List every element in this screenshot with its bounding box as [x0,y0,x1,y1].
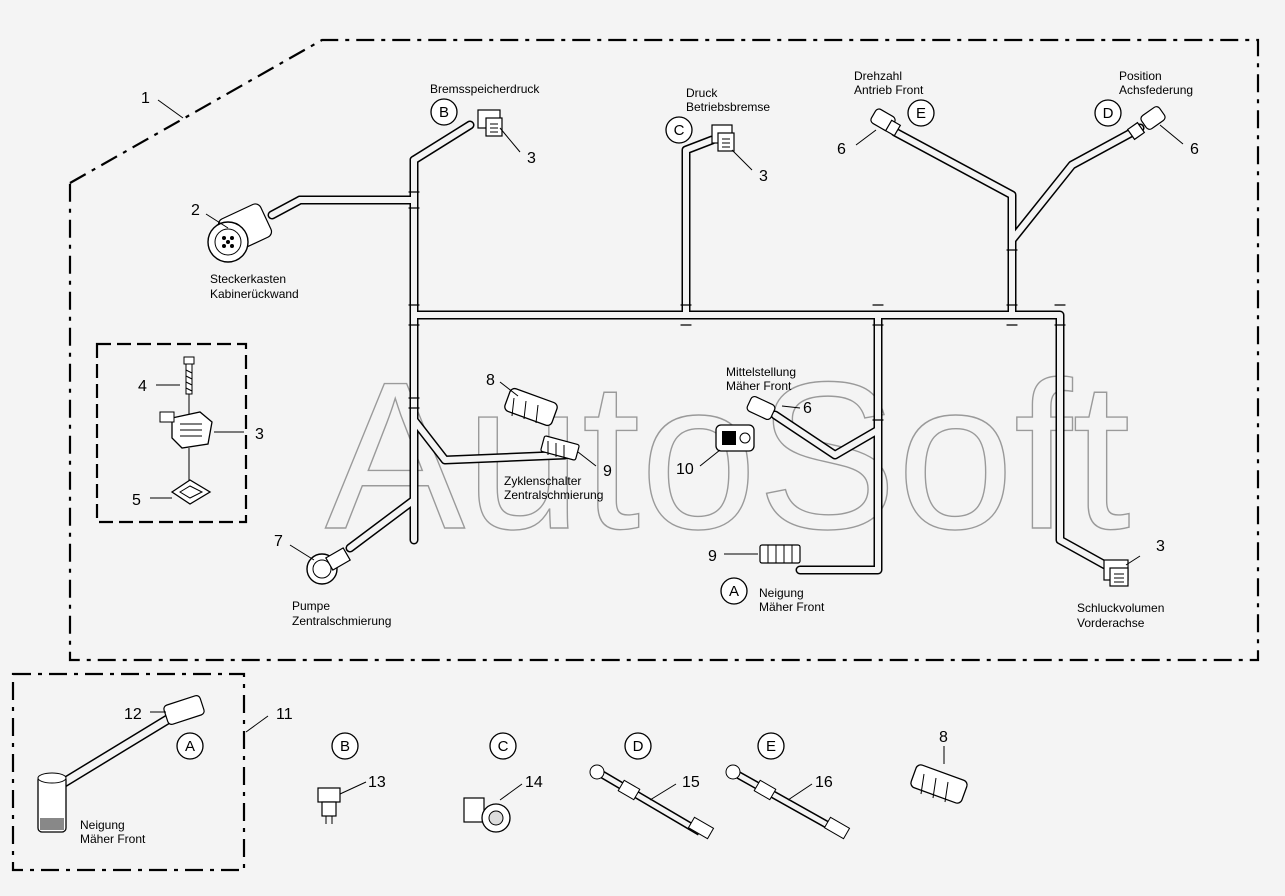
cable-12-icon [37,695,205,833]
circle-letter-texts: B C E D A A B C D E [185,104,1114,755]
label-steckerkasten-line2: Kabinerückwand [210,287,299,301]
callout-3-detail: 3 [255,426,264,443]
label-drehzahl-line1: Drehzahl [854,69,902,83]
label-mittelstellung-line2: Mäher Front [726,379,792,393]
label-pumpe-line2: Zentralschmierung [292,614,391,628]
label-position-line2: Achsfederung [1119,83,1193,97]
letter-e-top: E [916,105,926,122]
cable-15-icon [589,764,715,840]
callout-4: 4 [138,378,147,395]
connector-8-four-pin-icon [504,387,558,427]
callout-11: 11 [276,706,293,723]
connector-6-drehzahl-icon [870,108,902,137]
callout-16: 16 [815,774,833,791]
letter-a-mid: A [729,583,739,600]
seal-5-icon [170,479,212,505]
label-mittelstellung-line1: Mittelstellung [726,365,796,379]
part-labels: Bremsspeicherdruck Druck Betriebsbremse … [80,69,1193,846]
letter-c-bottom: C [498,738,509,755]
label-neigung2-line2: Mäher Front [80,832,146,846]
bolt-4-icon [183,356,195,395]
connector-2-round-plug-icon [207,203,273,263]
harness-trunks [267,120,1145,575]
callout-7: 7 [274,533,283,550]
callout-15: 15 [682,774,700,791]
callout-8: 8 [486,372,495,389]
label-schluckvolumen-line2: Vorderachse [1077,616,1145,630]
label-druck-line1: Druck [686,86,718,100]
connector-7-pump-plug-icon [306,547,351,585]
label-schluckvolumen-line1: Schluckvolumen [1077,601,1164,615]
plug-3-detail-icon [159,411,213,449]
connector-6-mittelstellung-icon [746,395,776,421]
connector-10-sensor-icon [715,424,755,452]
connector-6-position-icon [1126,106,1166,141]
connector-3-schluckvolumen-icon [1103,559,1129,587]
letter-d-top: D [1103,105,1114,122]
letter-b-bottom: B [340,738,350,755]
callout-9-neigung: 9 [708,548,717,565]
assembly-11-boundary [11,672,246,872]
label-position-line1: Position [1119,69,1162,83]
callout-3-druck: 3 [759,168,768,185]
callout-9-zyklen: 9 [603,463,612,480]
sensor-13-icon [317,787,341,824]
letter-d-bottom: D [633,738,644,755]
label-zyklenschalter-line1: Zyklenschalter [504,474,581,488]
callout-14: 14 [525,774,543,791]
connector-3-druck-icon [711,124,735,152]
sensor-14-icon [463,797,511,833]
label-neigung-line2: Mäher Front [759,600,825,614]
letter-b-top: B [439,104,449,121]
callout-5: 5 [132,492,141,509]
detail-box-3 [95,342,248,524]
connector-8-spare-icon [910,764,968,804]
leader-lines [150,99,1184,801]
callout-10: 10 [676,461,694,478]
callout-6-position: 6 [1190,141,1199,158]
connector-9-neigung-icon [759,544,801,564]
callout-3-schluck: 3 [1156,538,1165,555]
callout-13: 13 [368,774,386,791]
callout-numbers: 1 2 3 3 3 3 4 5 6 6 6 7 8 8 9 9 10 11 12… [124,90,1199,791]
callout-12: 12 [124,706,142,723]
letter-e-bottom: E [766,738,776,755]
label-steckerkasten-line1: Steckerkasten [210,272,286,286]
label-bremsspeicherdruck: Bremsspeicherdruck [430,82,540,96]
letter-c-top: C [674,122,685,139]
label-zyklenschalter-line2: Zentralschmierung [504,488,603,502]
letter-a-bottom: A [185,738,195,755]
circle-letters [176,98,1122,760]
connector-9-zyklenschalter-icon [540,435,580,461]
assembly-1-boundary [68,38,1260,662]
label-druck-line2: Betriebsbremse [686,100,770,114]
callout-6-drehzahl: 6 [837,141,846,158]
label-neigung2-line1: Neigung [80,818,125,832]
callout-8-spare: 8 [939,729,948,746]
label-drehzahl-line2: Antrieb Front [854,83,924,97]
callout-1: 1 [141,90,150,107]
callout-6-mittelstellung: 6 [803,400,812,417]
cable-16-icon [725,764,851,840]
label-pumpe-line1: Pumpe [292,599,330,613]
connector-3-bremsspeicherdruck-icon [477,109,503,137]
label-neigung-line1: Neigung [759,586,804,600]
callout-3-bremsspeicher: 3 [527,150,536,167]
callout-2: 2 [191,202,200,219]
